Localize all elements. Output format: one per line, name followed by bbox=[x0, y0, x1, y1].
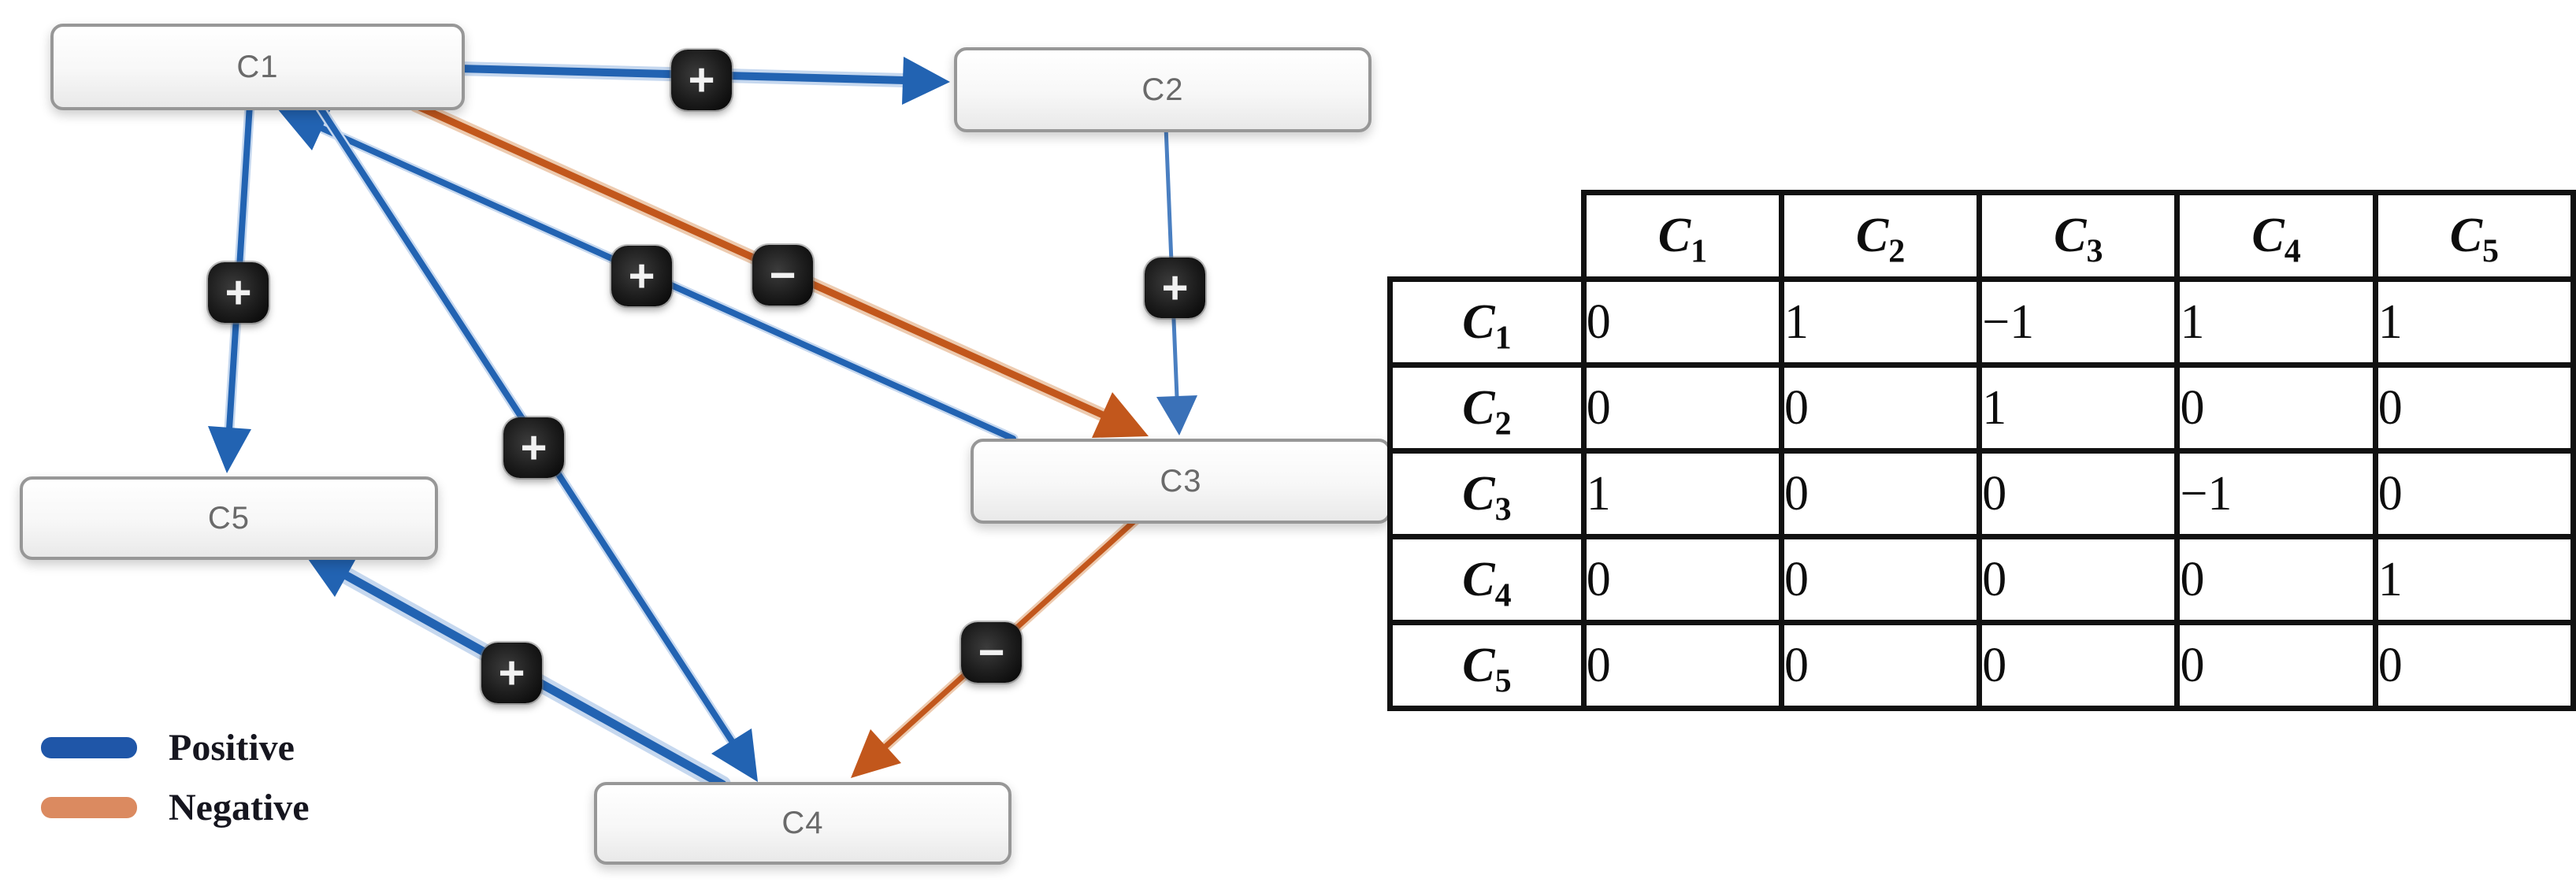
matrix-row-header-c3: C3 bbox=[1387, 448, 1587, 539]
header-letter: C bbox=[2251, 209, 2285, 262]
matrix-cell-c4-c1: 0 bbox=[1580, 534, 1785, 625]
header-letter: C bbox=[2449, 209, 2483, 262]
arrowhead-icon bbox=[711, 728, 758, 782]
matrix-row-c2: C2 0 0 1 0 0 bbox=[1387, 362, 2576, 454]
edge-sign-c3-c4: − bbox=[961, 622, 1022, 683]
matrix-cell-c1-c5: 1 bbox=[2372, 276, 2576, 368]
arrowhead-icon bbox=[851, 729, 901, 778]
header-letter: C bbox=[2054, 209, 2087, 262]
legend-item-positive: Positive bbox=[41, 725, 310, 769]
header-subscript: 4 bbox=[1494, 576, 1512, 613]
legend-negative-label: Negative bbox=[169, 786, 310, 828]
matrix-cell-c2-c2: 0 bbox=[1778, 362, 1983, 454]
header-subscript: 3 bbox=[2086, 233, 2103, 270]
node-c5-label: C5 bbox=[207, 500, 251, 536]
node-c4: C4 bbox=[594, 782, 1011, 865]
node-c2-label: C2 bbox=[1141, 72, 1184, 107]
matrix-row-c1: C1 0 1 −1 1 1 bbox=[1387, 276, 2576, 368]
matrix-cell-c5-c1: 0 bbox=[1580, 620, 1785, 711]
matrix-cell-c1-c3: −1 bbox=[1977, 276, 2181, 368]
matrix-row-header-c5: C5 bbox=[1387, 620, 1587, 711]
header-letter: C bbox=[1462, 638, 1495, 692]
arrowhead-icon bbox=[902, 57, 950, 105]
matrix-row-c5: C5 0 0 0 0 0 bbox=[1387, 620, 2576, 711]
matrix-corner-cell bbox=[1390, 193, 1584, 280]
matrix-row-c3: C3 1 0 0 −1 0 bbox=[1387, 448, 2576, 539]
header-letter: C bbox=[1657, 209, 1691, 262]
matrix-cell-c1-c2: 1 bbox=[1778, 276, 1983, 368]
arrowhead-icon bbox=[277, 107, 332, 150]
arrowhead-icon bbox=[303, 551, 358, 597]
arrowhead-icon bbox=[1092, 392, 1149, 438]
node-c5: C5 bbox=[20, 476, 438, 560]
matrix-cell-c1-c4: 1 bbox=[2174, 276, 2378, 368]
node-c1-label: C1 bbox=[236, 49, 279, 84]
node-c2: C2 bbox=[954, 47, 1372, 132]
matrix-cell-c3-c3: 0 bbox=[1977, 448, 2181, 539]
matrix-cell-c5-c5: 0 bbox=[2372, 620, 2576, 711]
matrix-row-header-c4: C4 bbox=[1387, 534, 1587, 625]
edge-sign-c1-c4: + bbox=[503, 417, 564, 478]
matrix-cell-c4-c3: 0 bbox=[1977, 534, 2181, 625]
node-c4-label: C4 bbox=[781, 806, 824, 840]
matrix-col-header-c2: C2 bbox=[1778, 190, 1983, 282]
matrix-cell-c4-c2: 0 bbox=[1778, 534, 1983, 625]
node-c3-label: C3 bbox=[1160, 463, 1202, 498]
matrix-cell-c3-c5: 0 bbox=[2372, 448, 2576, 539]
edge-sign-c3-c1: + bbox=[611, 246, 672, 306]
header-subscript: 5 bbox=[2482, 233, 2500, 270]
matrix-cell-c4-c5: 1 bbox=[2372, 534, 2576, 625]
negative-edge-swatch-icon bbox=[41, 796, 137, 818]
header-subscript: 2 bbox=[1888, 233, 1906, 270]
matrix-cell-c5-c4: 0 bbox=[2174, 620, 2378, 711]
header-letter: C bbox=[1462, 552, 1495, 606]
matrix-col-header-c3: C3 bbox=[1977, 190, 2181, 282]
matrix-cell-c3-c2: 0 bbox=[1778, 448, 1983, 539]
header-subscript: 2 bbox=[1494, 405, 1512, 442]
matrix-cell-c3-c1: 1 bbox=[1580, 448, 1785, 539]
legend-item-negative: Negative bbox=[41, 785, 310, 829]
matrix-cell-c2-c3: 1 bbox=[1977, 362, 2181, 454]
edge-sign-c4-c5: + bbox=[481, 643, 542, 703]
matrix-row-header-c1: C1 bbox=[1387, 276, 1587, 368]
matrix-cell-c2-c5: 0 bbox=[2372, 362, 2576, 454]
header-subscript: 3 bbox=[1494, 491, 1512, 528]
edge-sign-c1-c5: + bbox=[208, 262, 269, 323]
matrix-cell-c2-c4: 0 bbox=[2174, 362, 2378, 454]
header-letter: C bbox=[1462, 380, 1495, 435]
matrix-cell-c3-c4: −1 bbox=[2174, 448, 2378, 539]
legend: Positive Negative bbox=[41, 725, 310, 845]
header-subscript: 5 bbox=[1494, 662, 1512, 699]
legend-positive-label: Positive bbox=[169, 726, 295, 769]
arrowhead-icon bbox=[1156, 395, 1197, 435]
matrix-row-c4: C4 0 0 0 0 1 bbox=[1387, 534, 2576, 625]
matrix-cell-c5-c3: 0 bbox=[1977, 620, 2181, 711]
header-letter: C bbox=[1855, 209, 1889, 262]
arrowhead-icon bbox=[208, 426, 251, 473]
node-c1: C1 bbox=[50, 24, 465, 110]
header-subscript: 1 bbox=[1494, 319, 1512, 356]
header-subscript: 4 bbox=[2284, 233, 2301, 270]
matrix-cell-c1-c1: 0 bbox=[1580, 276, 1785, 368]
adjacency-matrix: C1 C2 C3 C4 C5 C1 0 1 −1 1 1 C2 0 0 1 0 … bbox=[1387, 190, 2576, 711]
matrix-col-header-c1: C1 bbox=[1580, 190, 1785, 282]
matrix-row-header-c2: C2 bbox=[1387, 362, 1587, 454]
matrix-cell-c4-c4: 0 bbox=[2174, 534, 2378, 625]
header-letter: C bbox=[1462, 295, 1495, 349]
edge-sign-c1-c2: + bbox=[671, 50, 732, 110]
matrix-cell-c2-c1: 0 bbox=[1580, 362, 1785, 454]
positive-edge-swatch-icon bbox=[41, 736, 137, 758]
node-c3: C3 bbox=[971, 439, 1391, 524]
matrix-col-header-c5: C5 bbox=[2372, 190, 2576, 282]
header-subscript: 1 bbox=[1691, 233, 1708, 270]
matrix-header-row: C1 C2 C3 C4 C5 bbox=[1390, 190, 2576, 282]
matrix-col-header-c4: C4 bbox=[2174, 190, 2378, 282]
edge-sign-c2-c3: + bbox=[1145, 258, 1205, 318]
edge-sign-c1-c3: − bbox=[752, 245, 813, 306]
matrix-cell-c5-c2: 0 bbox=[1778, 620, 1983, 711]
header-letter: C bbox=[1462, 466, 1495, 521]
